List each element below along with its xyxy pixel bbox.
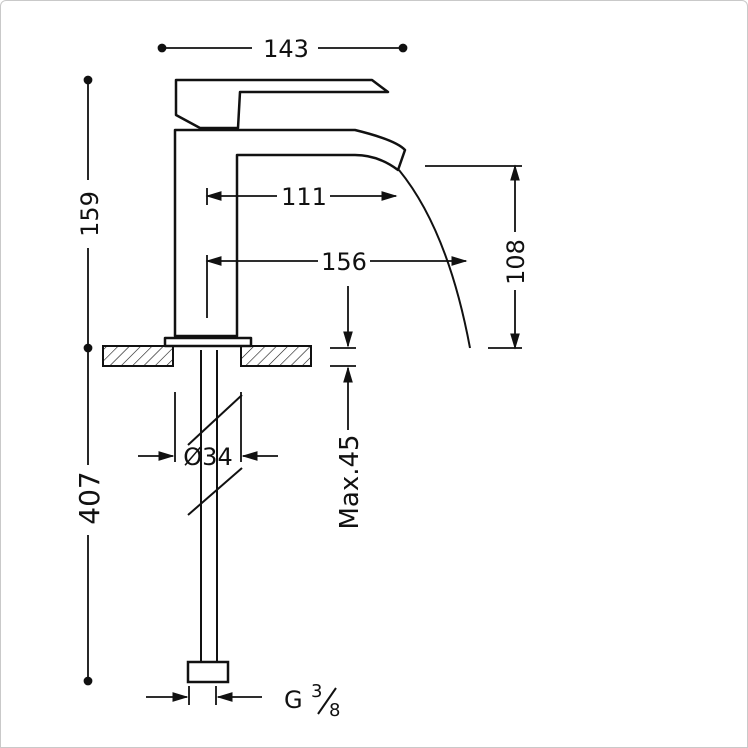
water-stream	[398, 169, 471, 349]
counter-top	[102, 345, 312, 367]
dimension-inner-reach	[205, 188, 398, 205]
dimension-deck-thickness	[330, 286, 356, 430]
label-hose-length: 407	[73, 471, 106, 524]
faucet-spout-body	[173, 128, 407, 338]
label-top-width: 143	[263, 35, 309, 63]
label-pipe-diameter: Ø34	[183, 443, 232, 471]
hose-connector-nut	[186, 660, 230, 684]
label-total-height: 159	[76, 191, 104, 237]
base-plate	[163, 336, 253, 348]
supply-hose	[186, 350, 243, 684]
dimension-connection-thread	[146, 686, 262, 705]
label-max-deck-thickness: Max.45	[335, 434, 365, 529]
label-reach: 156	[321, 248, 367, 276]
dimension-left-vertical	[83, 75, 93, 686]
label-thread-numerator: 3	[311, 681, 322, 702]
thread-fraction-slash	[317, 687, 337, 715]
label-thread-denominator: 8	[329, 700, 340, 721]
faucet-body	[163, 78, 407, 348]
dimension-reach	[205, 255, 468, 318]
dimension-top-width	[157, 43, 408, 53]
label-inner-reach: 111	[281, 183, 327, 211]
dimension-pipe-diameter	[138, 392, 278, 462]
label-outlet-height: 108	[502, 239, 530, 285]
lever-handle	[174, 78, 390, 130]
dimension-outlet-height	[425, 164, 522, 350]
label-thread-prefix: G	[284, 686, 303, 714]
